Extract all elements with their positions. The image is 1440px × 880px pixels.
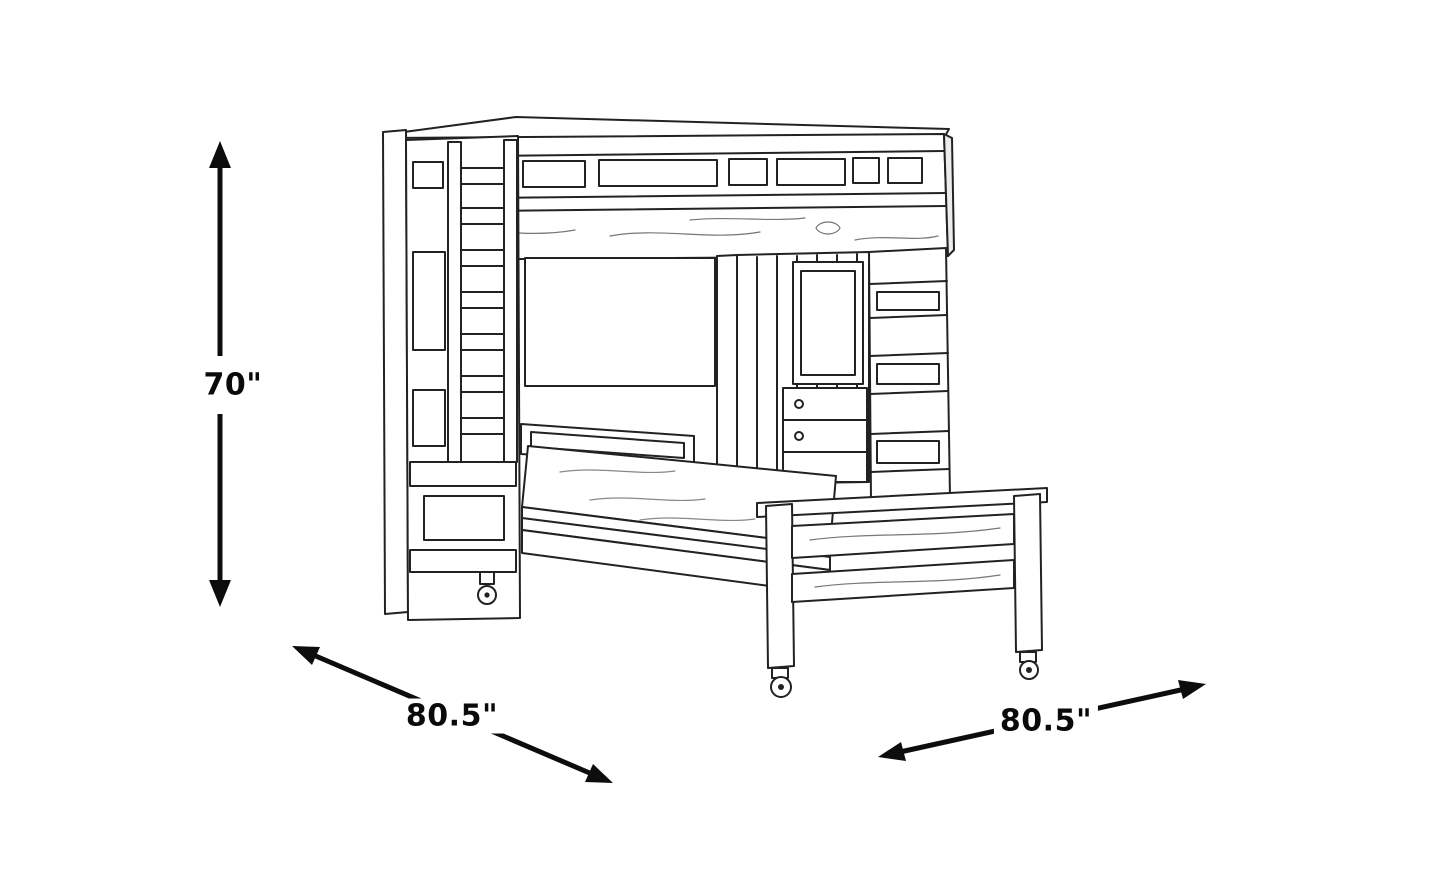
caster-wheel-right bbox=[1019, 651, 1039, 680]
storage-chest bbox=[868, 247, 951, 501]
drawer-unit bbox=[782, 387, 868, 483]
footboard bbox=[756, 487, 1048, 669]
arrow-up-left-icon bbox=[292, 646, 320, 665]
caster-wheel-tower bbox=[477, 571, 497, 605]
footboard-grain bbox=[809, 527, 1001, 588]
ladder-tower bbox=[382, 129, 521, 621]
drawer-knob bbox=[794, 431, 804, 441]
ladder bbox=[447, 139, 518, 463]
mattress-wrinkles bbox=[559, 469, 756, 522]
arrow-down-right-icon bbox=[585, 764, 613, 783]
width-dimension-label: 80.5" bbox=[993, 703, 1099, 739]
height-dimension-label: 70" bbox=[197, 367, 269, 403]
under-loft-opening bbox=[524, 257, 716, 387]
arrow-up-icon bbox=[209, 141, 231, 168]
window-opening bbox=[792, 261, 864, 385]
depth-dimension-label: 80.5" bbox=[399, 698, 505, 734]
bed-sketch bbox=[382, 116, 1048, 698]
arrow-up-right-icon bbox=[1178, 680, 1206, 699]
caster-wheel-left bbox=[770, 667, 792, 698]
twin-mattress bbox=[521, 445, 837, 595]
arrow-down-left-icon bbox=[878, 742, 906, 761]
drawer-knob bbox=[794, 399, 804, 409]
arrow-down-icon bbox=[209, 580, 231, 607]
height-dimension-arrow bbox=[209, 141, 231, 607]
loft-right-cap bbox=[943, 133, 955, 257]
